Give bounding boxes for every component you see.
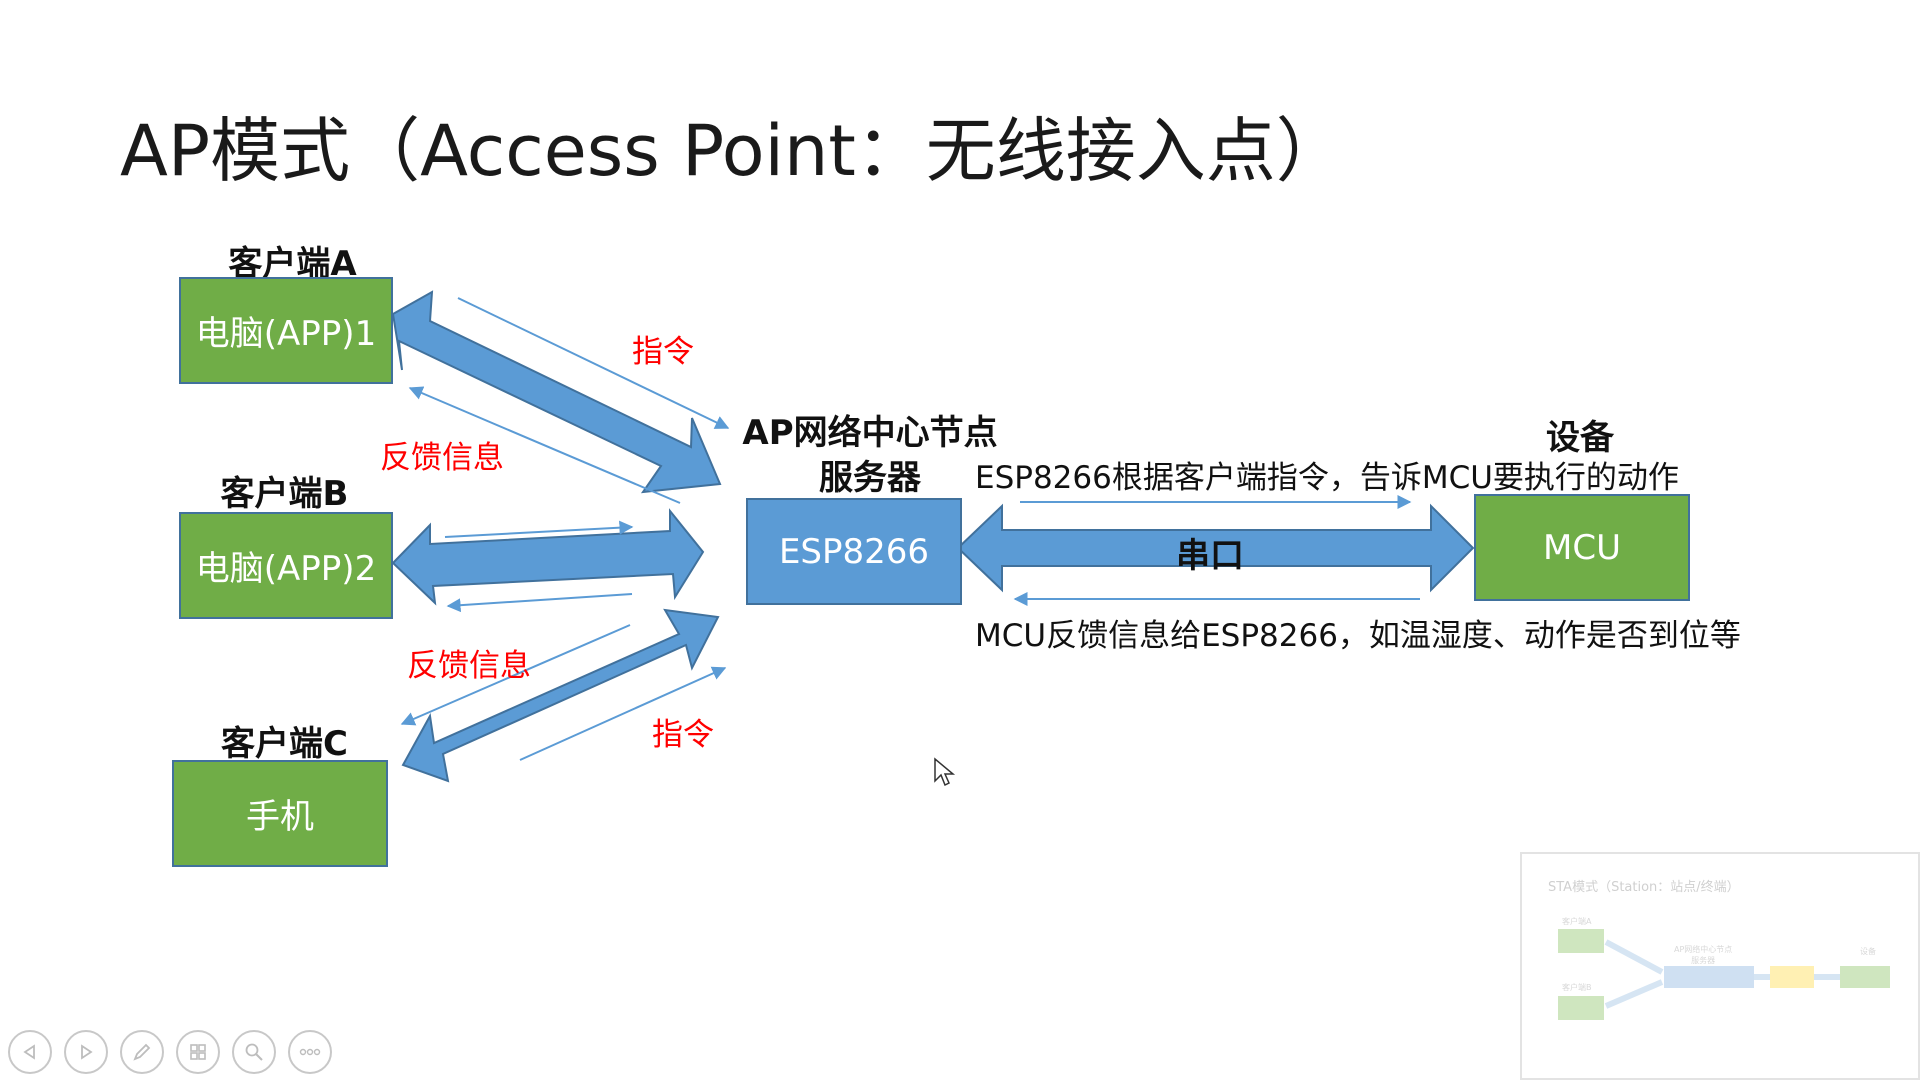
- thumb-device: 设备: [1860, 947, 1876, 956]
- cmd-line-a: [457, 297, 730, 429]
- esp8266-box[interactable]: ESP8266: [746, 498, 962, 605]
- client-a-box[interactable]: 电脑(APP)1: [179, 277, 393, 384]
- slide-title: AP模式（Access Point：无线接入点）: [120, 110, 1346, 192]
- thumb-box-b: [1558, 996, 1604, 1020]
- cmd-label-a: 指令: [632, 334, 694, 370]
- client-b-header: 客户端B: [220, 474, 349, 514]
- thumb-box-device: [1840, 966, 1890, 988]
- slides-grid-icon: [190, 1044, 206, 1060]
- cmd-line-b: [444, 520, 634, 538]
- cmd-label-c: 指令: [652, 717, 714, 753]
- double-arrow-c: [401, 608, 720, 783]
- client-c-label: 手机: [246, 797, 314, 837]
- feedback-line-a: [408, 386, 681, 504]
- esp8266-label: ESP8266: [778, 531, 930, 572]
- device-header: 设备: [1546, 418, 1614, 458]
- mcu-label: MCU: [1543, 527, 1621, 568]
- more-options-button[interactable]: [288, 1030, 332, 1074]
- feedback-line-c: [400, 624, 631, 726]
- thumb-box-a: [1558, 929, 1604, 953]
- prev-slide-button[interactable]: [8, 1030, 52, 1074]
- triangle-right-icon: [81, 1044, 93, 1060]
- double-arrow-serial: [956, 503, 1475, 593]
- thumb-center: AP网络中心节点 服务器: [1674, 945, 1733, 965]
- center-header-line1: AP网络中心节点: [742, 413, 998, 453]
- pen-icon: [133, 1043, 151, 1061]
- client-b-box[interactable]: 电脑(APP)2: [179, 512, 393, 619]
- double-arrow-a: [391, 290, 722, 494]
- magnifier-icon: [245, 1043, 263, 1061]
- thumb-box-sta: [1770, 966, 1814, 988]
- feedback-label-c: 反馈信息: [407, 648, 531, 684]
- center-header-line2: 服务器: [819, 458, 921, 498]
- slides-overview-button[interactable]: [176, 1030, 220, 1074]
- client-b-label: 电脑(APP)2: [195, 549, 377, 589]
- esp-to-mcu-text: ESP8266根据客户端指令，告诉MCU要执行的动作: [975, 460, 1679, 496]
- mcu-box[interactable]: MCU: [1474, 494, 1690, 601]
- next-slide-thumbnail[interactable]: STA模式（Station：站点/终端） 客户端A 客户端B AP网络中心节点 …: [1520, 852, 1920, 1080]
- client-a-label: 电脑(APP)1: [195, 314, 377, 354]
- next-slide-button[interactable]: [64, 1030, 108, 1074]
- feedback-line-b: [446, 593, 633, 613]
- feedback-label-a: 反馈信息: [380, 440, 504, 476]
- triangle-left-icon: [23, 1044, 35, 1060]
- cmd-line-c: [519, 666, 727, 761]
- thumb-box-center: [1664, 966, 1754, 988]
- pen-tool-button[interactable]: [120, 1030, 164, 1074]
- thumb-client-a: 客户端A: [1562, 917, 1592, 926]
- client-c-box[interactable]: 手机: [172, 760, 388, 867]
- mcu-to-esp-text: MCU反馈信息给ESP8266，如温湿度、动作是否到位等: [975, 618, 1741, 654]
- thumb-client-b: 客户端B: [1562, 983, 1592, 992]
- ellipsis-icon: [299, 1048, 321, 1056]
- zoom-button[interactable]: [232, 1030, 276, 1074]
- client-c-header: 客户端C: [221, 724, 348, 764]
- serial-label: 串口: [1176, 536, 1244, 576]
- double-arrow-b: [391, 508, 705, 606]
- mouse-cursor-icon: [934, 757, 956, 787]
- thumb-title: STA模式（Station：站点/终端）: [1548, 880, 1740, 895]
